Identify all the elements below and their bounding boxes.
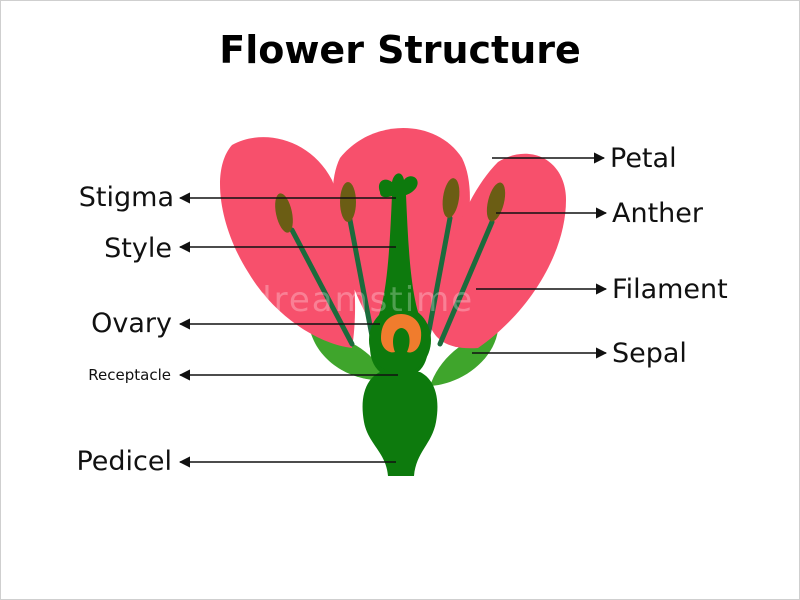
label-receptacle: Receptacle xyxy=(88,366,171,384)
filament-2 xyxy=(347,217,375,339)
anther-3 xyxy=(442,178,460,218)
ovule xyxy=(381,314,422,353)
label-filament: Filament xyxy=(612,274,728,305)
label-stigma: Stigma xyxy=(79,182,174,213)
filament-4 xyxy=(437,219,495,347)
label-anther: Anther xyxy=(612,198,704,229)
petal-left xyxy=(220,137,356,348)
label-style: Style xyxy=(104,233,172,264)
sepal-left xyxy=(310,330,384,381)
receptacle-pedicel xyxy=(362,372,438,476)
label-sepal: Sepal xyxy=(612,338,687,369)
diagram-title: Flower Structure xyxy=(219,28,581,72)
label-pedicel: Pedicel xyxy=(76,446,172,477)
stigma-shape xyxy=(378,173,418,198)
anther-4 xyxy=(486,182,506,222)
anther-2 xyxy=(340,182,356,222)
anther-1 xyxy=(275,193,293,233)
label-petal: Petal xyxy=(610,143,677,174)
label-ovary: Ovary xyxy=(91,308,172,339)
petal-right xyxy=(430,153,566,349)
filament-1 xyxy=(289,227,355,347)
filament-3 xyxy=(425,215,453,339)
watermark: dreamstime xyxy=(250,280,475,320)
